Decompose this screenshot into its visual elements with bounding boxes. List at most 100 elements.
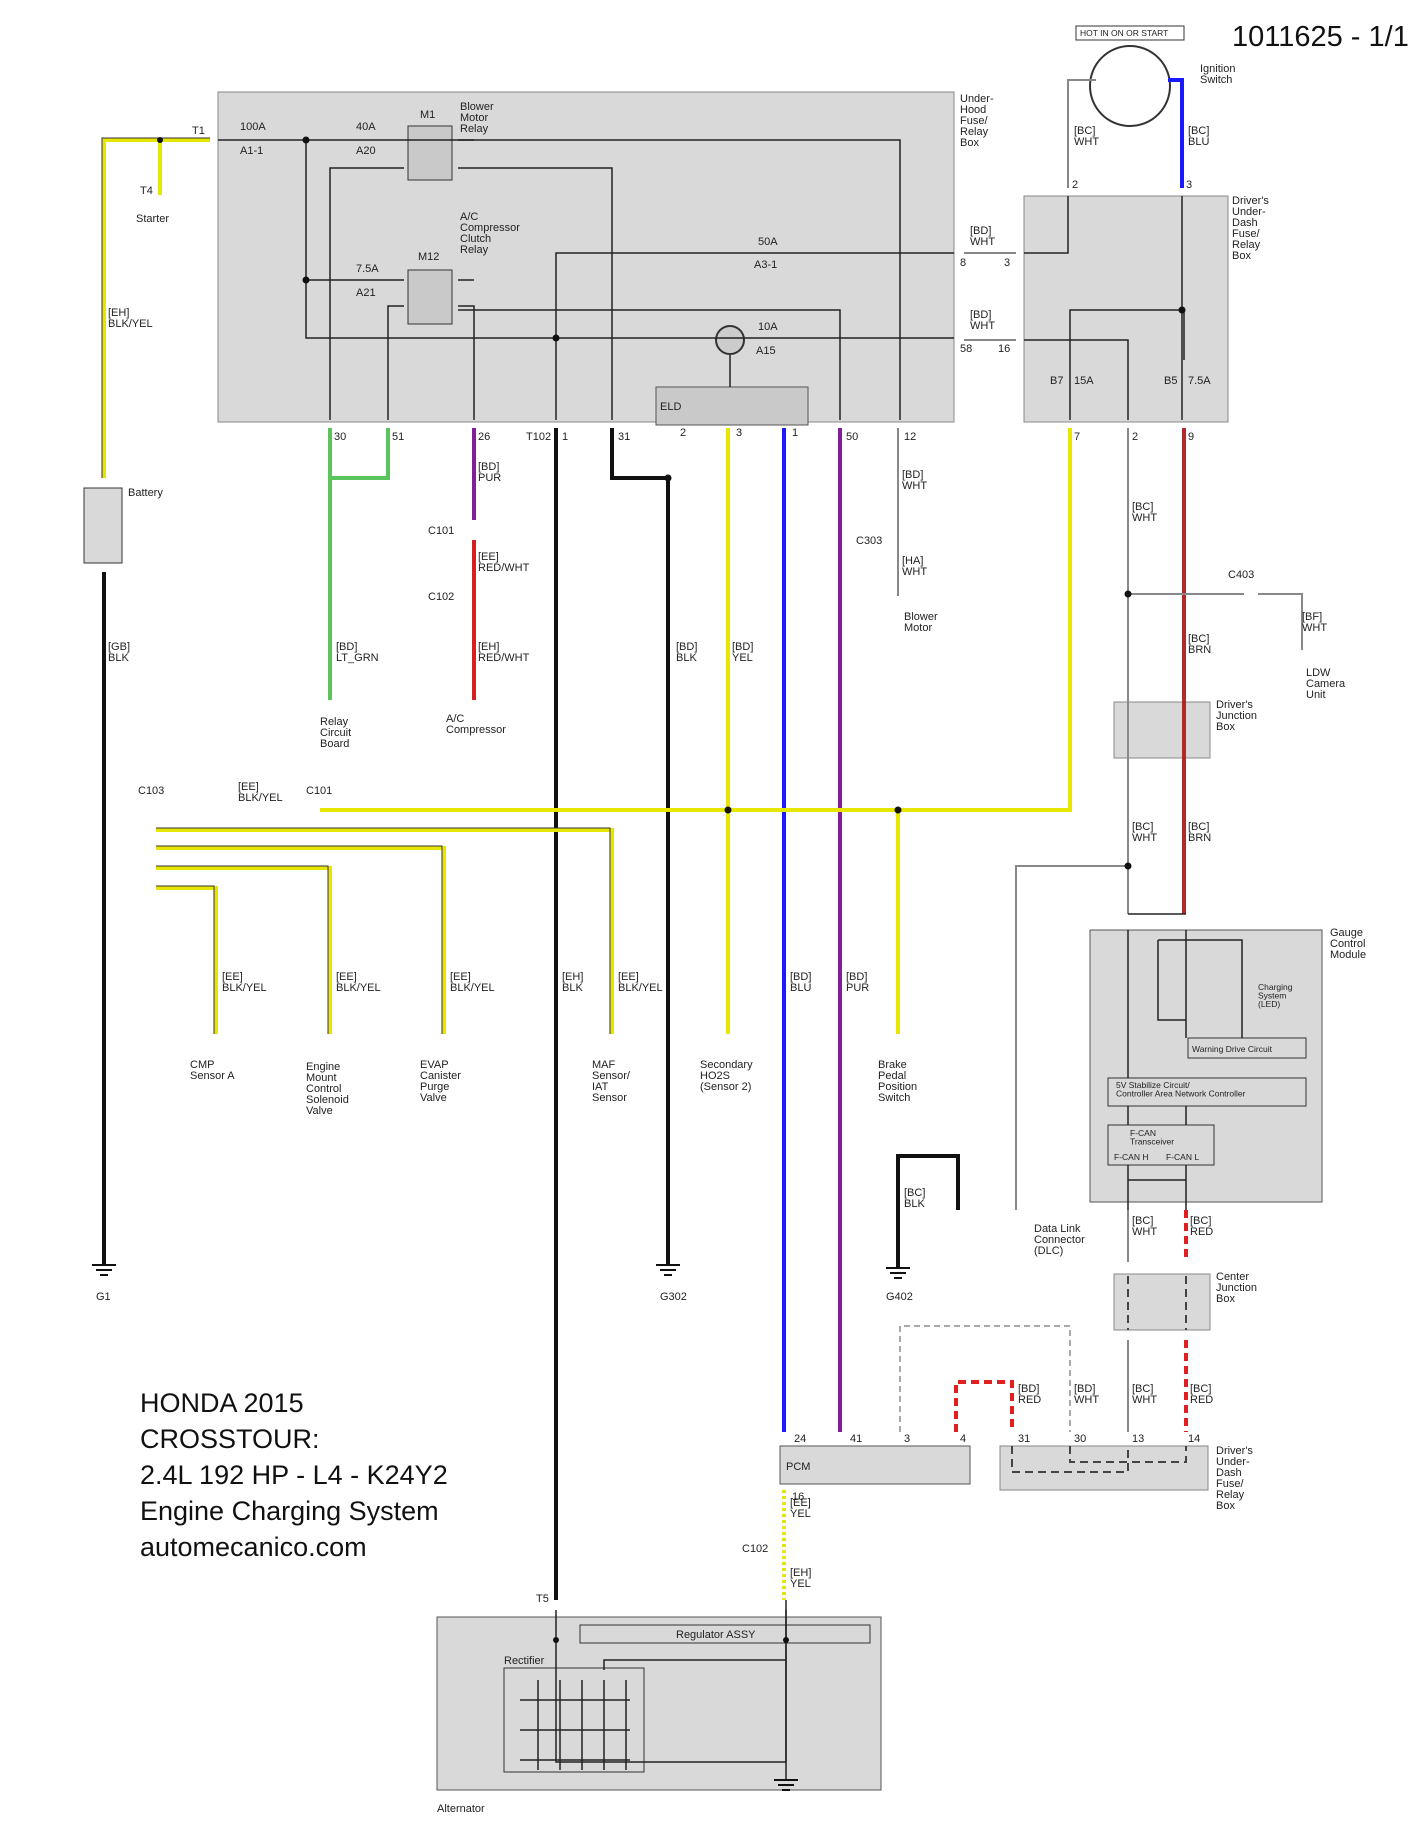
pins-dd_p9: 9 xyxy=(1188,431,1194,443)
pcm-label: PCM xyxy=(786,1461,810,1473)
wire-lt-grn xyxy=(328,428,390,700)
g302-label: G302 xyxy=(660,1291,687,1303)
wires-bd_blu: [BD]BLU xyxy=(790,971,811,994)
pins-uh_1: 1 xyxy=(562,431,568,443)
ground-g1-icon xyxy=(92,1264,116,1276)
fuses-a15: A15 xyxy=(756,345,776,357)
wires-eh_blkyel: [EH]BLK/YEL xyxy=(108,307,153,330)
wire-blk-yel-starter-edge xyxy=(101,137,210,478)
wires-ee_blkyel_mount: [EE]BLK/YEL xyxy=(336,971,381,994)
pins-dd_p2: 2 xyxy=(1132,431,1138,443)
fuses-a20: A20 xyxy=(356,145,376,157)
m12-label: M12 xyxy=(418,251,439,263)
wires-bd_yel: [BD]YEL xyxy=(732,641,753,664)
fuses-f10a: 10A xyxy=(758,321,778,333)
wires-bc_wht_19: [BC]WHT xyxy=(1132,1215,1157,1238)
footer-title: HONDA 2015 CROSSTOUR: 2.4L 192 HP - L4 -… xyxy=(140,1388,448,1562)
wire-wht-dashed-pcm xyxy=(899,1325,1071,1432)
pins-uh_51: 51 xyxy=(392,431,404,443)
wires-bd_blk: [BD]BLK xyxy=(676,641,697,664)
wire-yel-bus xyxy=(320,428,1072,812)
wires-gb_blk: [GB]BLK xyxy=(108,641,130,664)
wires-bc_wht_p13: [BC]WHT xyxy=(1132,1383,1157,1406)
fcan-box xyxy=(1107,1124,1215,1166)
pins-uh_a1: 1 xyxy=(792,427,798,439)
footer_title-line1: HONDA 2015 xyxy=(140,1388,304,1418)
battery-body xyxy=(83,487,123,564)
wires-ee_yel: [EE]YEL xyxy=(790,1497,811,1520)
warning-drive-box xyxy=(1187,1037,1307,1059)
connectors-c303: C303 xyxy=(856,535,882,547)
warning-drive-label: Warning Drive Circuit xyxy=(1192,1044,1273,1054)
wire-yel-cmp xyxy=(156,886,218,1034)
pins-uh_a3: 3 xyxy=(736,427,742,439)
wires-bc_brn_p9: [BC]BRN xyxy=(1188,633,1211,656)
wires-bc_wht_e1: [BC]WHT xyxy=(1132,821,1157,844)
pins-uh_12: 12 xyxy=(904,431,916,443)
wires-bc_blu_ign: [BC]BLU xyxy=(1188,125,1209,148)
pins-dd_f16: 16 xyxy=(998,343,1010,355)
pins-pcm_16: 16 xyxy=(792,1491,804,1503)
drivers-under-dash-box-top xyxy=(1023,195,1229,423)
fuses-f40a: 40A xyxy=(356,121,376,133)
fcan-h-label: F-CAN H xyxy=(1114,1152,1148,1162)
pins-dd_c3: 3 xyxy=(1186,179,1192,191)
wires-bc_wht_ign: [BC]WHT xyxy=(1074,125,1099,148)
wires-ha_wht: [HA]WHT xyxy=(902,555,927,578)
wires-bd_red: [BD]RED xyxy=(1018,1383,1041,1406)
footer_title-line2: CROSSTOUR: xyxy=(140,1424,320,1454)
drivers-under-dash-box-bottom xyxy=(999,1445,1209,1491)
pins-uh_31: 31 xyxy=(618,431,630,443)
connectors-c102_pcm: C102 xyxy=(742,1543,768,1555)
wire-red-can-pcm xyxy=(954,1380,1014,1432)
wires-eh_redwht: [EH]RED/WHT xyxy=(478,641,530,664)
pins-uh_50: 50 xyxy=(846,431,858,443)
stabilize-label: 5V Stabilize Circuit/Controller Area Net… xyxy=(1116,1080,1246,1099)
connectors-c103: C103 xyxy=(138,785,164,797)
pins-pcm_4: 4 xyxy=(960,1433,966,1445)
alternator-box xyxy=(436,1616,882,1791)
pins-pcm_24: 24 xyxy=(794,1433,806,1445)
rectifier-box xyxy=(503,1667,645,1773)
wire-wht-ldw xyxy=(1128,593,1303,650)
regulator-label: Regulator ASSY xyxy=(676,1629,756,1641)
wires-eh_blk: [EH]BLK xyxy=(562,971,583,994)
hot-in-on-box xyxy=(1075,25,1185,41)
wire-wht-ign xyxy=(1067,79,1096,188)
starter-label: Starter xyxy=(136,213,169,225)
wires-bf_wht: [BF]WHT xyxy=(1302,611,1327,634)
connectors-c102: C102 xyxy=(428,591,454,603)
pins-dd_f7: 7 xyxy=(1074,431,1080,443)
fuses-f50a: 50A xyxy=(758,236,778,248)
center-junction-box xyxy=(1113,1273,1211,1331)
pcm-box xyxy=(779,1445,971,1485)
m1-label: M1 xyxy=(420,109,435,121)
wires-bc_brn_e8: [BC]BRN xyxy=(1188,821,1211,844)
wires-ee_blkyel_cmp: [EE]BLK/YEL xyxy=(222,971,267,994)
wires-bd_wht_f30: [BD]WHT xyxy=(1074,1383,1099,1406)
pins-pcm_3: 3 xyxy=(904,1433,910,1445)
fuses-f100a: 100A xyxy=(240,121,266,133)
wire-blk-dlc xyxy=(896,1154,960,1268)
fuses-b7: B7 xyxy=(1050,375,1063,387)
eld-box xyxy=(655,386,809,426)
wires-ee_blkyel_maf: [EE]BLK/YEL xyxy=(618,971,663,994)
fuses-f15a: 15A xyxy=(1074,375,1094,387)
eld-label: ELD xyxy=(660,401,681,413)
wire-yel-mount xyxy=(156,866,332,1034)
pins-uh_58: 58 xyxy=(960,343,972,355)
connectors-t1: T1 xyxy=(192,125,205,137)
fuses-b5: B5 xyxy=(1164,375,1177,387)
connectors-t4: T4 xyxy=(140,185,153,197)
pins-dd_14: 14 xyxy=(1188,1433,1200,1445)
